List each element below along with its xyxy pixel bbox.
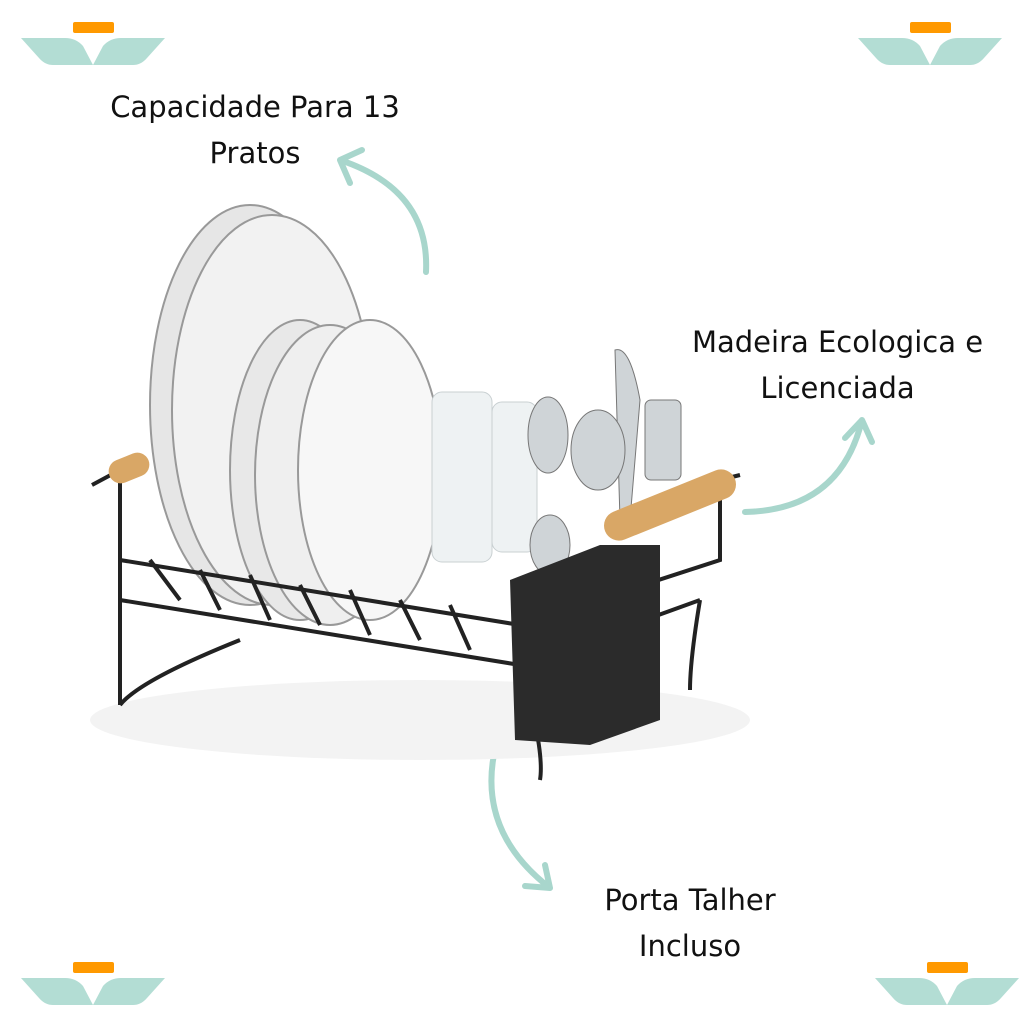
capacity-label-line1: Capacidade Para 13 <box>110 90 400 124</box>
cutlery-label: Porta Talher Incluso <box>580 877 800 969</box>
cutlery-holder <box>510 545 660 745</box>
corner-ornament-bottom-right <box>875 962 1019 1005</box>
cutlery <box>527 349 682 576</box>
cutlery-label-line1: Porta Talher <box>604 883 776 917</box>
wood-label-line1: Madeira Ecologica e <box>691 325 984 359</box>
wood-label: Madeira Ecologica e Licenciada <box>680 319 995 411</box>
glass <box>431 391 493 563</box>
wood-label-line2: Licenciada <box>760 371 915 405</box>
cutlery-label-line2: Incluso <box>638 929 742 963</box>
glass <box>491 401 538 553</box>
capacity-label-line2: Pratos <box>209 136 301 170</box>
arrow-capacity-icon <box>337 147 430 275</box>
corner-ornament-top-left <box>21 22 165 65</box>
corner-ornament-top-right <box>858 22 1002 65</box>
capacity-label: Capacidade Para 13 Pratos <box>100 84 410 176</box>
plates <box>149 204 443 626</box>
wood-handle-right <box>604 469 736 541</box>
arrow-wood-icon <box>742 417 875 515</box>
corner-ornament-bottom-left <box>21 962 165 1005</box>
arrow-cutlery-icon <box>488 742 553 891</box>
wood-handle-left <box>108 452 150 484</box>
